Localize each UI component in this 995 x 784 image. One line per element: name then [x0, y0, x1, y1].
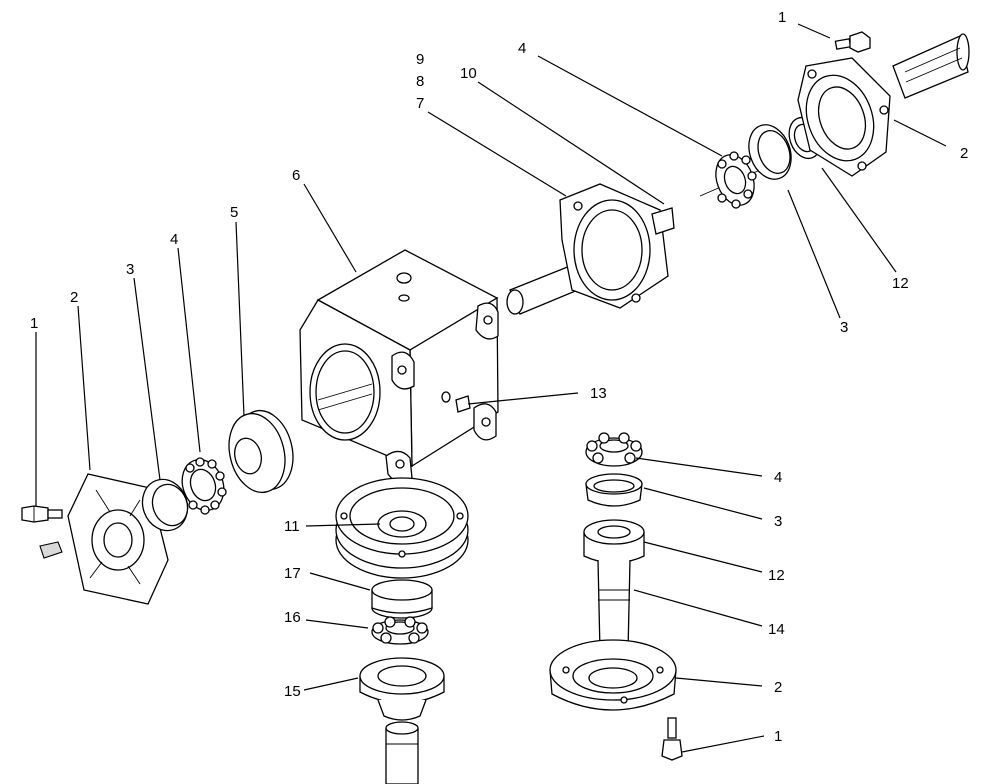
- bottom-flange-11: [335, 477, 469, 579]
- top-cap-screw: [834, 31, 871, 53]
- callout-2-bottom: 2: [774, 679, 782, 696]
- left-seal-spacer: [228, 409, 294, 494]
- callout-1-left: 1: [30, 315, 38, 332]
- br-race: [585, 473, 643, 507]
- left-cone-bearing: [181, 457, 227, 515]
- callout-12-bottom: 12: [768, 567, 785, 584]
- br-bearing-cap-2: [549, 639, 677, 711]
- callout-4-bottom: 4: [774, 469, 782, 486]
- callout-9: 9: [416, 51, 424, 68]
- callout-labels: 1 2 3 4 5 6 9 8 7 10 4 1 2 12 3 13 11 17…: [30, 9, 968, 745]
- br-cone-bearing: [585, 432, 643, 467]
- callout-17: 17: [284, 565, 301, 582]
- top-cone-bearing: [715, 151, 757, 209]
- bottom-race-17: [371, 579, 433, 619]
- callout-13: 13: [590, 385, 607, 402]
- left-key: [39, 541, 63, 559]
- callout-1-top: 1: [778, 9, 786, 26]
- callout-12-top: 12: [892, 275, 909, 292]
- input-shaft-flange: [506, 183, 675, 315]
- callout-14: 14: [768, 621, 785, 638]
- left-bearing-race: [141, 478, 189, 532]
- gearbox-housing: [299, 249, 499, 483]
- top-bearing-cap: [797, 57, 891, 177]
- callout-8: 8: [416, 73, 424, 90]
- br-shaft-14: [597, 559, 631, 653]
- callout-6: 6: [292, 167, 300, 184]
- top-bearing-race: [748, 124, 792, 180]
- callout-15: 15: [284, 683, 301, 700]
- callout-7: 7: [416, 95, 424, 112]
- splined-input-shaft: [699, 33, 970, 197]
- bottom-cone-bearing-16: [371, 616, 429, 645]
- callout-4-top: 4: [518, 40, 526, 57]
- left-cap-screw: [21, 505, 63, 523]
- bottom-seal-15: [359, 657, 445, 721]
- callout-1-bottom: 1: [774, 728, 782, 745]
- callout-4-left: 4: [170, 231, 178, 248]
- output-shaft: [385, 721, 419, 784]
- callout-3-left: 3: [126, 261, 134, 278]
- callout-3-top: 3: [840, 319, 848, 336]
- leader-lines: [35, 23, 947, 753]
- callout-16: 16: [284, 609, 301, 626]
- br-cap-screw: [661, 717, 683, 761]
- callout-10: 10: [460, 65, 477, 82]
- br-bearing-12: [583, 519, 645, 564]
- callout-2-top: 2: [960, 145, 968, 162]
- callout-2-left: 2: [70, 289, 78, 306]
- callout-11: 11: [284, 518, 300, 535]
- callout-3-bottom: 3: [774, 513, 782, 530]
- callout-5-left: 5: [230, 204, 238, 221]
